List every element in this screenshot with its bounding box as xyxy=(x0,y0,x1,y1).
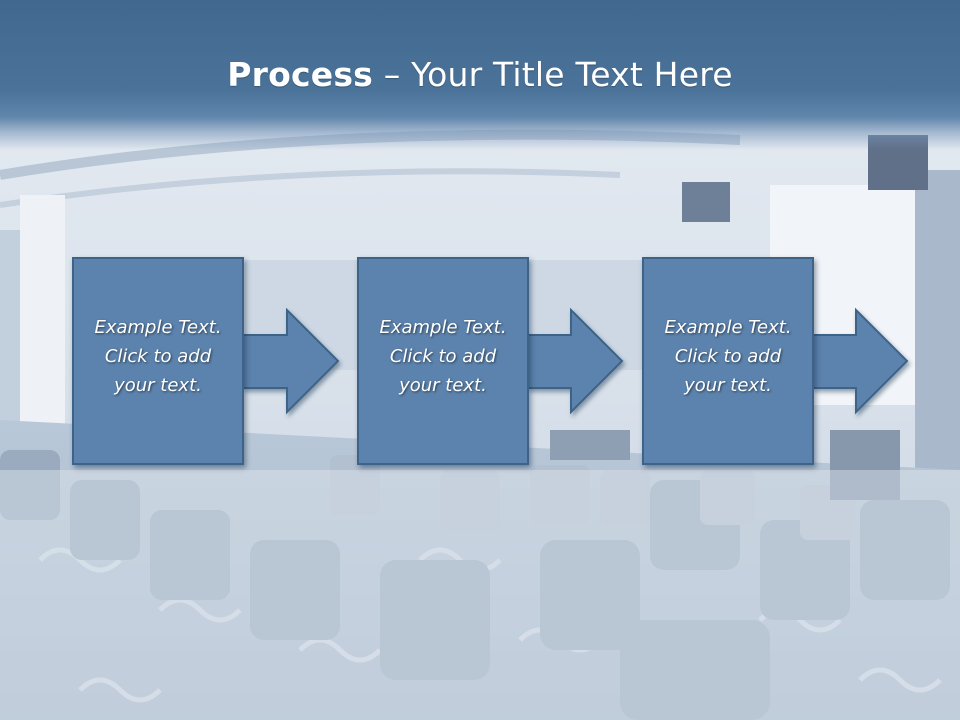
step-text: Example Text. Click to add your text. xyxy=(644,313,812,400)
process-step-1[interactable]: Example Text. Click to add your text. xyxy=(72,257,244,465)
step-text: Example Text. Click to add your text. xyxy=(74,313,242,400)
step-text-line: your text. xyxy=(684,375,772,396)
title-bar xyxy=(0,0,960,150)
right-arrow-icon xyxy=(242,307,340,415)
step-text-line: Click to add xyxy=(674,346,782,367)
step-text-line: your text. xyxy=(114,375,202,396)
title-bold: Process xyxy=(227,55,374,94)
step-text-line: Example Text. xyxy=(94,317,222,338)
step-text: Example Text. Click to add your text. xyxy=(359,313,527,400)
step-text-line: Example Text. xyxy=(379,317,507,338)
right-arrow-icon xyxy=(527,307,624,415)
right-arrow-icon xyxy=(812,307,909,415)
step-text-line: Example Text. xyxy=(664,317,792,338)
process-step-3[interactable]: Example Text. Click to add your text. xyxy=(642,257,814,465)
process-step-2[interactable]: Example Text. Click to add your text. xyxy=(357,257,529,465)
slide-title[interactable]: Process – Your Title Text Here xyxy=(0,52,960,98)
step-text-line: your text. xyxy=(399,375,487,396)
step-text-line: Click to add xyxy=(104,346,212,367)
step-text-line: Click to add xyxy=(389,346,497,367)
title-rest: – Your Title Text Here xyxy=(373,55,733,94)
